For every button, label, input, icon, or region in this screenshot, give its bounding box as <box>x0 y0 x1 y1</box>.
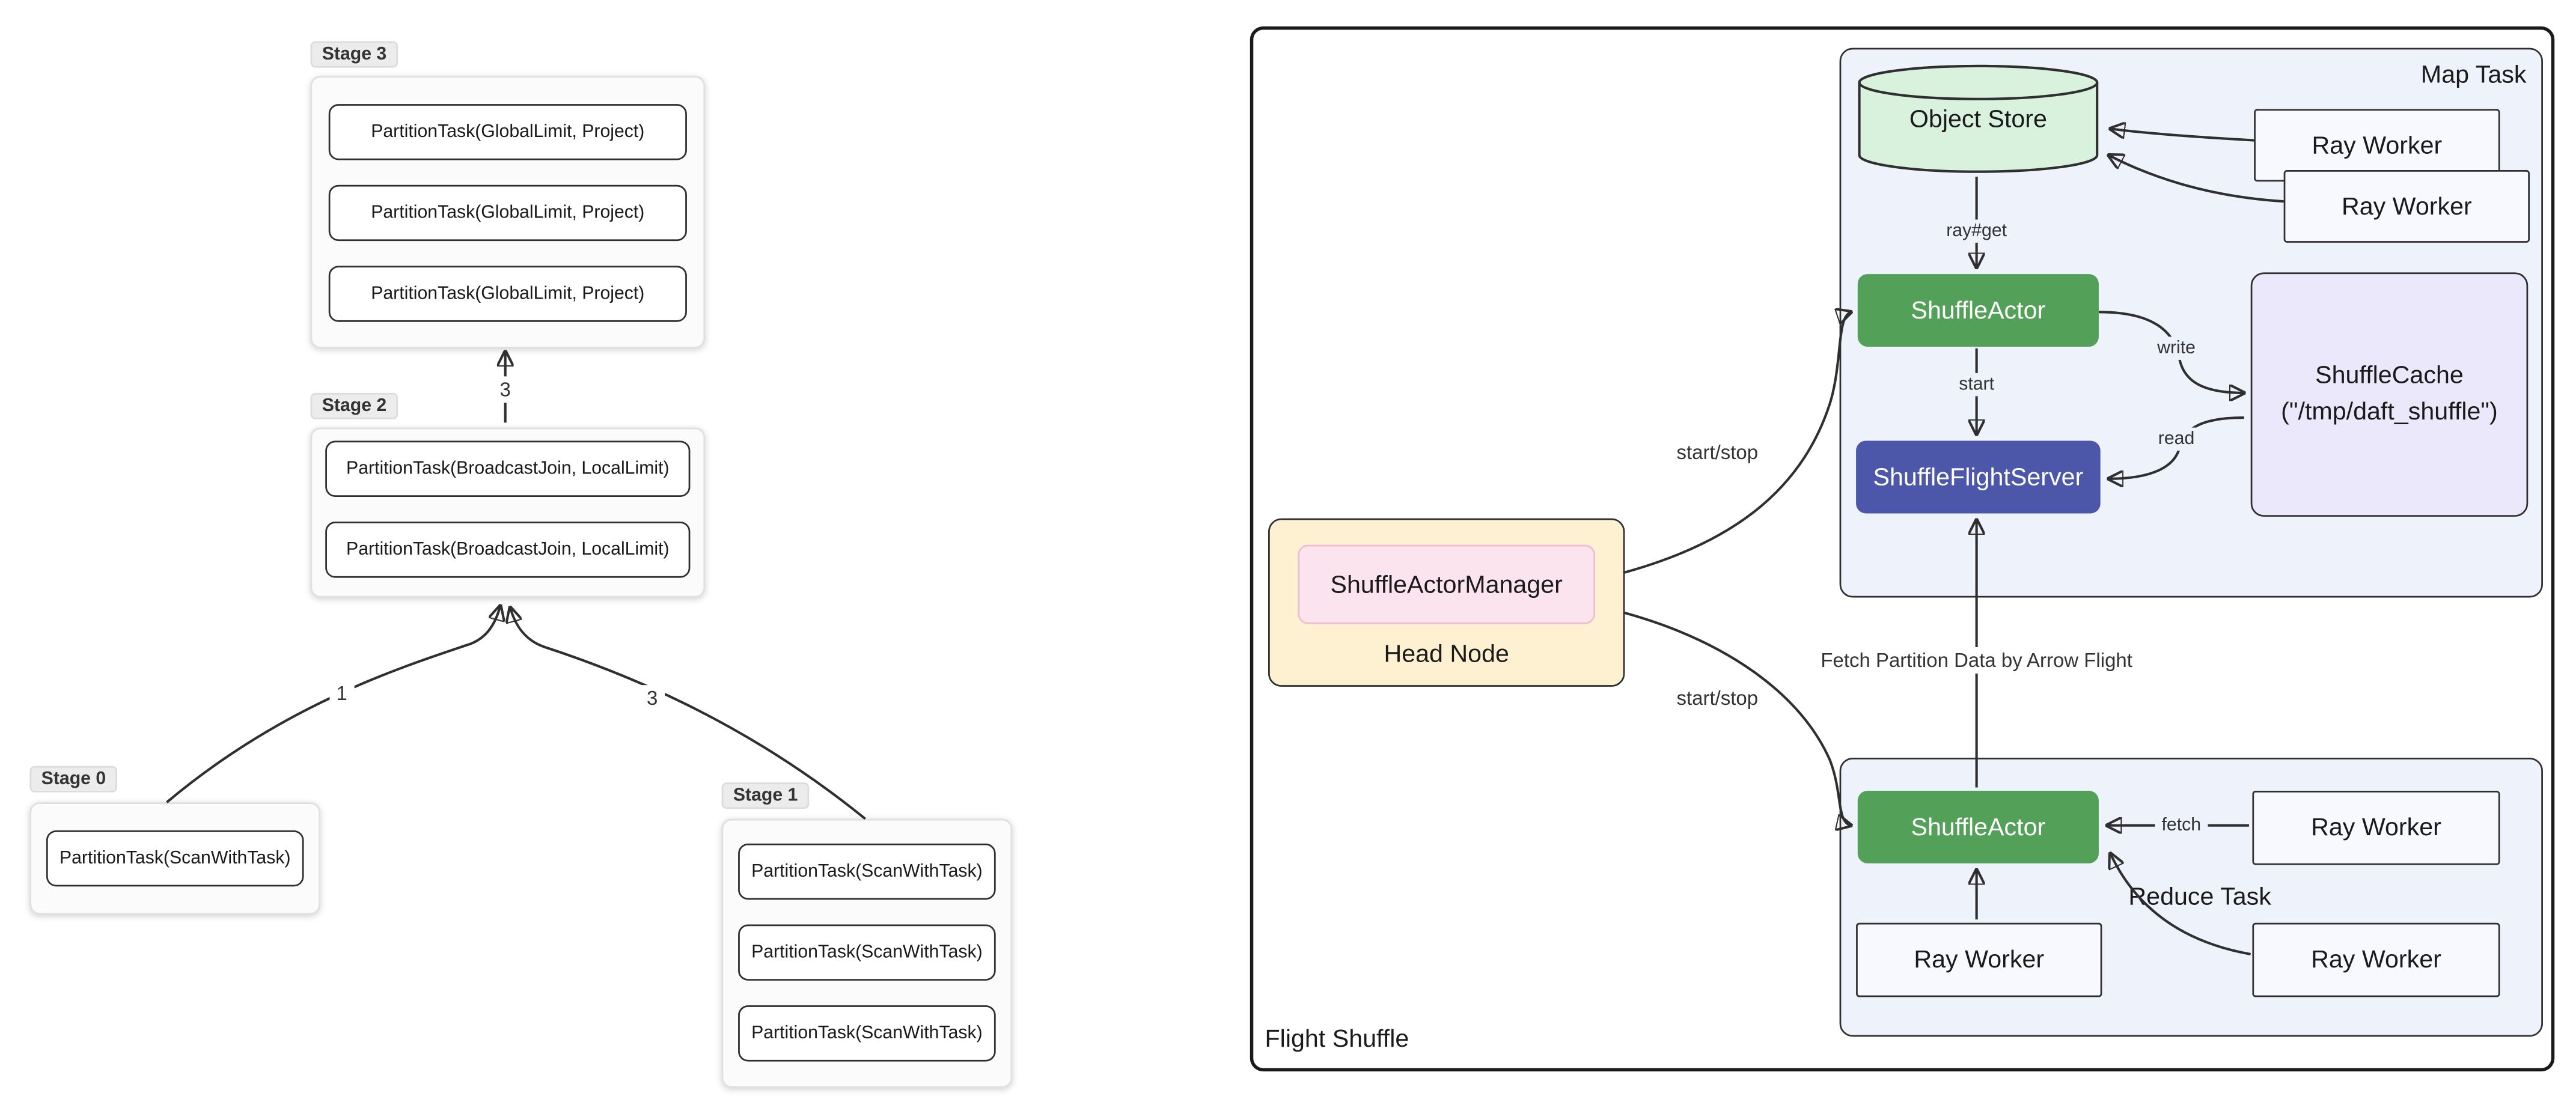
head-node-title: Head Node <box>1384 640 1509 669</box>
ray-worker-box: Ray Worker <box>2252 791 2500 865</box>
edge-label-fetch-partition-data: Fetch Partition Data by Arrow Flight <box>1814 647 2139 674</box>
task-node: PartitionTask(ScanWithTask) <box>738 924 996 981</box>
edge-label-stage1-stage2: 3 <box>640 685 665 712</box>
shuffle-actor-manager: ShuffleActorManager <box>1298 544 1595 624</box>
edge-label-stage0-stage2: 1 <box>329 680 354 707</box>
ray-worker-box: Ray Worker <box>2283 169 2530 243</box>
flight-shuffle-title: Flight Shuffle <box>1265 1025 1409 1053</box>
cylinder-shape <box>1858 64 2099 173</box>
stage0-badge: Stage 0 <box>29 766 118 793</box>
edge-label-start-stop-bottom: start/stop <box>1670 685 1765 712</box>
edge-label-start-stop-top: start/stop <box>1670 439 1765 466</box>
edge-label-read: read <box>2151 427 2202 451</box>
shuffle-actor-reduce: ShuffleActor <box>1857 791 2099 863</box>
ray-worker-box: Ray Worker <box>1856 922 2102 997</box>
shuffle-cache: ShuffleCache ("/tmp/daft_shuffle") <box>2250 272 2529 517</box>
task-node: PartitionTask(GlobalLimit, Project) <box>328 184 687 242</box>
task-node: PartitionTask(GlobalLimit, Project) <box>328 104 687 160</box>
edge-label-start: start <box>1952 373 2001 397</box>
task-node: PartitionTask(GlobalLimit, Project) <box>328 266 687 322</box>
stage2-badge: Stage 2 <box>310 392 398 419</box>
edge-label-ray-get: ray#get <box>1940 219 2014 243</box>
edge-label-write: write <box>2150 336 2202 360</box>
object-store-cylinder: Object Store <box>1856 62 2101 175</box>
stage1-badge: Stage 1 <box>721 782 810 809</box>
task-node: PartitionTask(BroadcastJoin, LocalLimit) <box>325 522 691 578</box>
ray-worker-box: Ray Worker <box>2252 922 2500 997</box>
task-node: PartitionTask(ScanWithTask) <box>46 830 304 887</box>
shuffle-cache-line2: ("/tmp/daft_shuffle") <box>2281 398 2498 426</box>
edge-label-stage2-stage3: 3 <box>493 376 517 403</box>
shuffle-cache-line1: ShuffleCache <box>2315 361 2464 389</box>
arrow-stage1-to-stage2 <box>510 607 866 820</box>
task-node: PartitionTask(BroadcastJoin, LocalLimit) <box>325 440 691 497</box>
edge-label-fetch: fetch <box>2155 814 2208 837</box>
stage3-badge: Stage 3 <box>310 41 398 68</box>
task-node: PartitionTask(ScanWithTask) <box>738 843 996 900</box>
reduce-task-title: Reduce Task <box>2128 883 2271 912</box>
shuffle-flight-server: ShuffleFlightServer <box>1856 440 2101 514</box>
object-store-label: Object Store <box>1909 105 2047 134</box>
task-node: PartitionTask(ScanWithTask) <box>738 1005 996 1062</box>
shuffle-actor-map: ShuffleActor <box>1857 274 2099 347</box>
map-task-title: Map Task <box>2420 61 2527 90</box>
